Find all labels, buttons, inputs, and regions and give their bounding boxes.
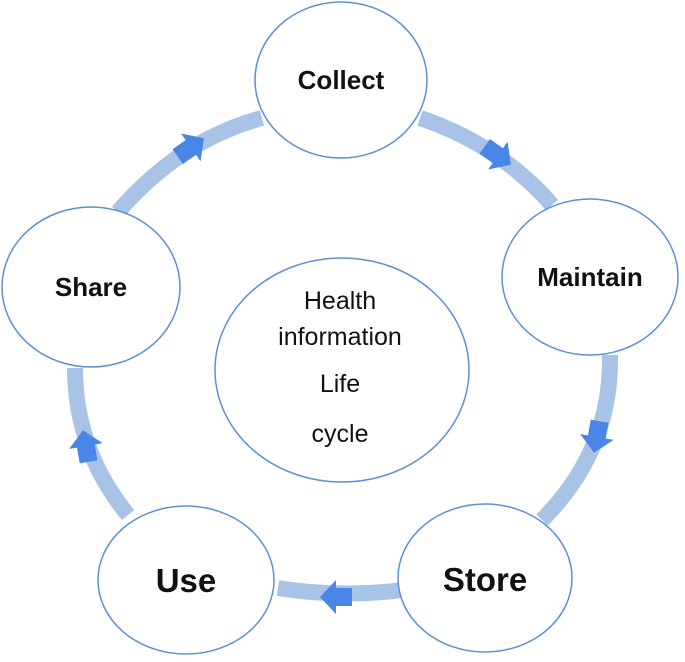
arrow-collect-to-maintain-icon [479, 139, 511, 170]
center-label-line-4: cycle [312, 420, 369, 448]
arrow-use-to-share-icon [69, 430, 103, 464]
arrow-share-to-collect-icon [172, 133, 204, 164]
center-label-line-1: Health [304, 287, 376, 315]
center-node: Health information Life cycle [214, 257, 470, 483]
node-share: Share [1, 206, 181, 368]
node-store: Store [397, 503, 573, 653]
node-maintain: Maintain [501, 198, 679, 356]
node-maintain-circle [501, 198, 679, 356]
cycle-arrows [69, 133, 614, 614]
arrow-store-to-use-icon [320, 580, 352, 614]
node-collect: Collect [254, 1, 428, 159]
center-circle [214, 257, 470, 483]
node-use-circle [97, 505, 275, 655]
ring-segment-collect-maintain [417, 110, 559, 211]
node-collect-label: Collect [298, 65, 385, 95]
center-label-line-3: Life [320, 370, 360, 398]
node-share-circle [1, 206, 181, 368]
node-share-label: Share [55, 272, 127, 302]
node-collect-circle [254, 1, 428, 159]
ring-segment-share-collect [111, 110, 265, 218]
node-maintain-label: Maintain [537, 262, 642, 292]
arrow-maintain-to-store-icon [580, 419, 614, 453]
node-use-label: Use [156, 562, 217, 599]
node-store-circle [397, 503, 573, 653]
center-label-line-2: information [278, 323, 402, 351]
node-store-label: Store [443, 561, 527, 598]
node-use: Use [97, 505, 275, 655]
